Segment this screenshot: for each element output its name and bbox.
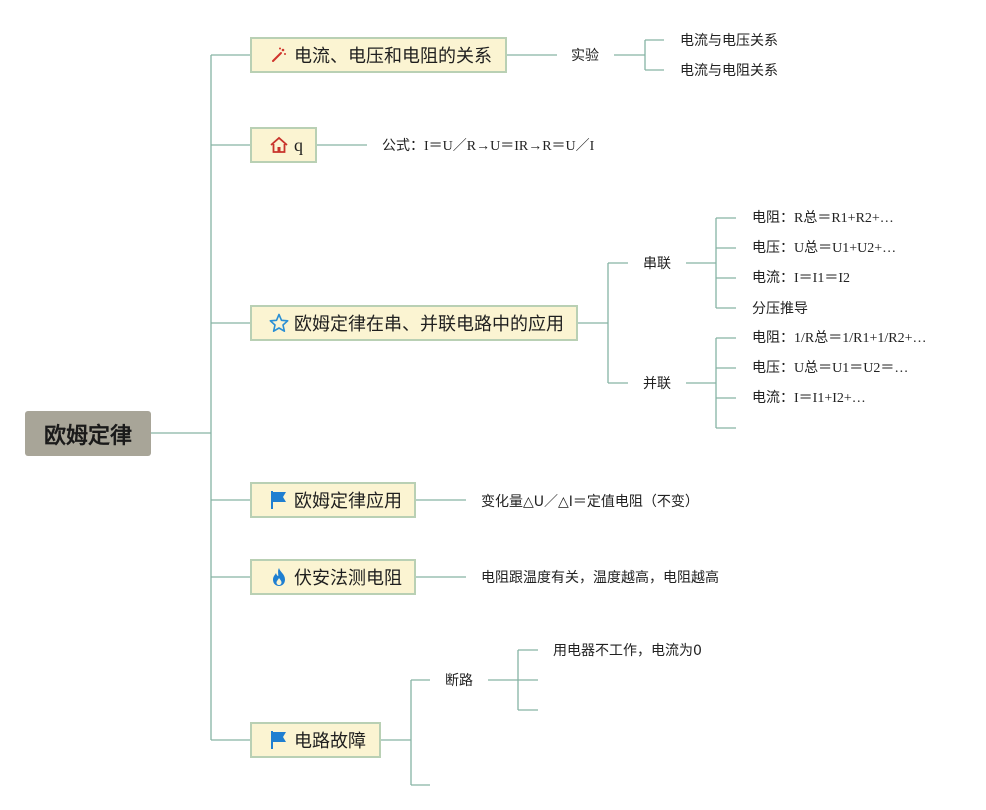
leaf-series-resistance: 电阻：R总＝R1+R2+…: [752, 211, 894, 226]
leaf-current-resistance: 电流与电阻关系: [680, 63, 778, 79]
leaf-parallel-voltage: 电压：U总＝U1＝U2＝…: [752, 361, 909, 376]
branch-node-voltammetry[interactable]: 伏安法测电阻: [250, 559, 416, 595]
fire-icon: [268, 566, 290, 588]
branch-node-circuit-fault[interactable]: 电路故障: [250, 722, 381, 758]
child-experiment: 实验: [571, 48, 599, 64]
branch-label: 伏安法测电阻: [294, 568, 402, 589]
leaf-series-current: 电流：I＝I1＝I2: [752, 271, 850, 286]
branch-label: 欧姆定律在串、并联电路中的应用: [294, 314, 564, 335]
branch-node-ohm-application[interactable]: 欧姆定律应用: [250, 482, 416, 518]
branch-node-q[interactable]: q: [250, 127, 317, 163]
home-icon: [268, 134, 290, 156]
branch-label: q: [294, 134, 303, 155]
child-series: 串联: [643, 256, 671, 272]
leaf-series-voltage: 电压：U总＝U1+U2+…: [752, 241, 897, 256]
branch-label: 电路故障: [294, 731, 366, 752]
magic-wand-icon: [268, 44, 290, 66]
root-label: 欧姆定律: [43, 423, 132, 449]
child-variation: 变化量△U／△I＝定值电阻（不变）: [481, 494, 699, 510]
branch-label: 电流、电压和电阻的关系: [294, 46, 492, 67]
branch-node-series-parallel[interactable]: 欧姆定律在串、并联电路中的应用: [250, 305, 578, 341]
child-open-circuit: 断路: [445, 673, 473, 689]
leaf-parallel-current: 电流：I＝I1+I2+…: [752, 391, 866, 406]
flag-icon: [268, 489, 290, 511]
leaf-parallel-resistance: 电阻：1/R总＝1/R1+1/R2+…: [752, 331, 927, 346]
branch-label: 欧姆定律应用: [294, 491, 402, 512]
root-node[interactable]: 欧姆定律: [25, 411, 151, 456]
leaf-current-voltage: 电流与电压关系: [680, 33, 778, 49]
branch-node-relation[interactable]: 电流、电压和电阻的关系: [250, 37, 507, 73]
child-temperature: 电阻跟温度有关，温度越高，电阻越高: [481, 570, 719, 586]
leaf-open-circuit: 用电器不工作，电流为0: [553, 643, 702, 659]
formula-text: 公式：I＝U／R→U＝IR→R＝U／I: [382, 139, 595, 154]
child-parallel: 并联: [643, 376, 671, 392]
flag-icon: [268, 729, 290, 751]
leaf-series-derivation: 分压推导: [752, 301, 808, 317]
star-icon: [268, 312, 290, 334]
